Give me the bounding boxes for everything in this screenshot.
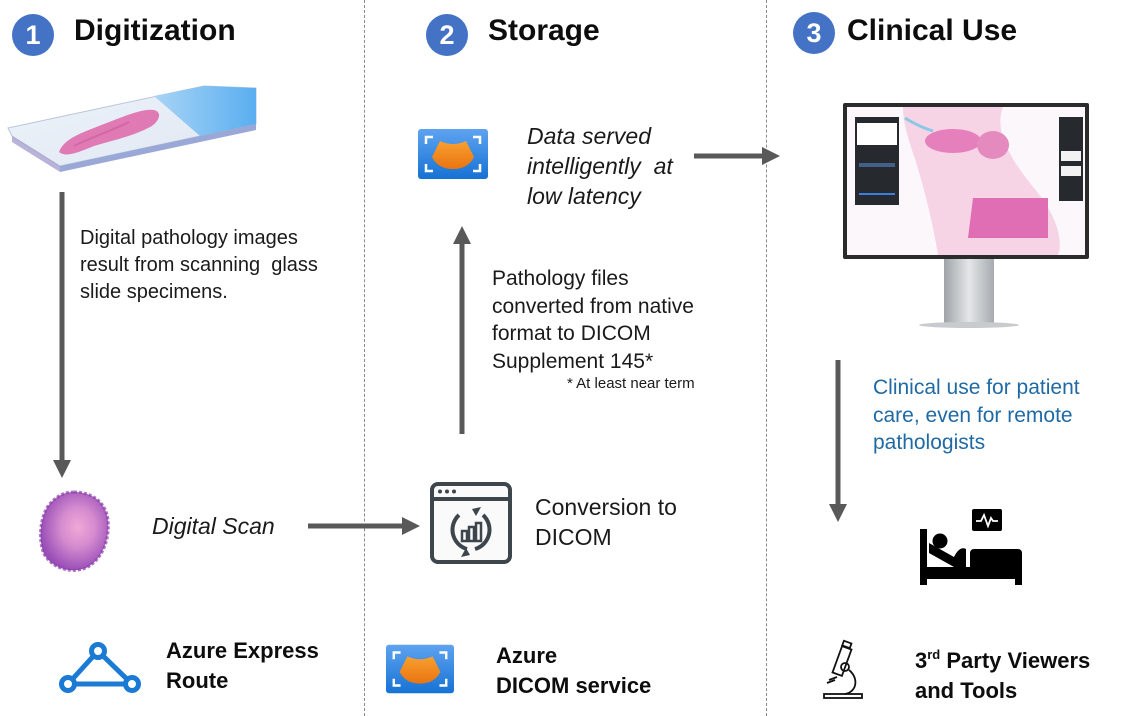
data-served-line: intelligently at — [527, 153, 673, 179]
conversion-description-line: Supplement 145* — [492, 349, 654, 373]
data-served-text: Data served intelligently at low latency — [527, 121, 673, 211]
clinical-description: Clinical use for patient care, even for … — [873, 374, 1080, 457]
column-divider-1 — [364, 0, 365, 716]
third-party-viewers-label-line: 3rd Party Viewers — [915, 640, 1090, 676]
digitization-description: Digital pathology images result from sca… — [80, 225, 370, 306]
azure-dicom-icon — [418, 129, 488, 179]
step-1-title: Digitization — [74, 14, 236, 47]
third-party-viewers-text: Party Viewers — [940, 648, 1091, 673]
conversion-description: Pathology files converted from native fo… — [492, 265, 694, 375]
azure-dicom-service-label-line: Azure — [496, 643, 558, 668]
azure-dicom-service-label: Azure DICOM service — [496, 641, 651, 701]
ordinal-suffix: rd — [927, 647, 941, 662]
digitization-description-line: slide specimens. — [80, 281, 228, 303]
glass-slide-image — [4, 80, 260, 176]
digitization-description-line: Digital pathology images — [80, 227, 298, 249]
ordinal-number: 3 — [915, 648, 928, 673]
arrow-slide-to-scan — [52, 190, 72, 480]
step-3-badge: 3 — [793, 12, 835, 54]
digital-scan-label: Digital Scan — [152, 513, 275, 539]
column-divider-2 — [766, 0, 767, 716]
azure-dicom-service-icon — [386, 644, 454, 694]
microscope-icon — [823, 638, 867, 700]
third-party-viewers-label: 3rd Party Viewers and Tools — [915, 640, 1090, 706]
conversion-label-line: Conversion to — [535, 494, 677, 520]
footnote: * At least near term — [567, 375, 695, 392]
clinical-description-line: care, even for remote — [873, 403, 1073, 427]
conversion-window-icon — [429, 481, 513, 565]
conversion-label-line: DICOM — [535, 524, 612, 550]
step-1-badge: 1 — [12, 14, 54, 56]
express-route-icon — [58, 642, 142, 694]
express-route-label: Azure Express Route — [166, 636, 319, 696]
data-served-line: Data served — [527, 123, 652, 149]
arrow-storage-to-clinical — [694, 146, 782, 166]
pathology-viewer-monitor — [843, 103, 1089, 335]
arrow-viewer-to-patient — [828, 360, 848, 524]
arrow-conversion-to-storage — [452, 226, 472, 436]
conversion-description-line: converted from native — [492, 294, 694, 318]
express-route-label-line: Route — [166, 668, 229, 693]
arrow-scan-to-conversion — [308, 516, 420, 536]
conversion-label: Conversion to DICOM — [535, 492, 677, 552]
step-3-title: Clinical Use — [847, 14, 1018, 47]
conversion-description-line: Pathology files — [492, 267, 629, 290]
clinical-description-line: pathologists — [873, 431, 986, 454]
tissue-scan-image — [34, 488, 116, 572]
digitization-description-line: result from scanning glass — [80, 254, 318, 276]
third-party-viewers-label-line: and Tools — [915, 678, 1018, 703]
express-route-label-line: Azure Express — [166, 638, 319, 663]
data-served-line: low latency — [527, 183, 641, 209]
hospital-bed-icon — [920, 509, 1026, 587]
conversion-description-line: format to DICOM — [492, 322, 651, 345]
step-2-badge: 2 — [426, 14, 468, 56]
azure-dicom-service-label-line: DICOM service — [496, 673, 652, 698]
clinical-description-line: Clinical use for patient — [873, 376, 1080, 399]
step-2-title: Storage — [488, 14, 600, 47]
